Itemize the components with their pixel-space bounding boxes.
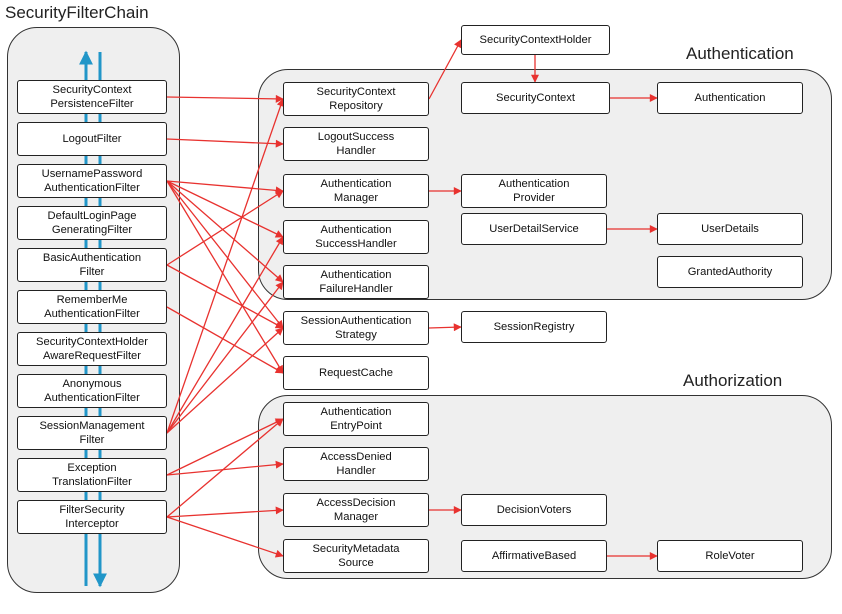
- filter-basic-authentication[interactable]: BasicAuthentication Filter: [17, 248, 167, 282]
- access-decision-manager[interactable]: AccessDecision Manager: [283, 493, 429, 527]
- filter-default-login-page-generating[interactable]: DefaultLoginPage GeneratingFilter: [17, 206, 167, 240]
- security-context-repository[interactable]: SecurityContext Repository: [283, 82, 429, 116]
- decision-voters[interactable]: DecisionVoters: [461, 494, 607, 526]
- granted-authority[interactable]: GrantedAuthority: [657, 256, 803, 288]
- user-details[interactable]: UserDetails: [657, 213, 803, 245]
- authentication-failure-handler[interactable]: Authentication FailureHandler: [283, 265, 429, 299]
- session-registry[interactable]: SessionRegistry: [461, 311, 607, 343]
- security-context-holder[interactable]: SecurityContextHolder: [461, 25, 610, 55]
- filter-anonymous-authentication[interactable]: Anonymous AuthenticationFilter: [17, 374, 167, 408]
- filter-logout[interactable]: LogoutFilter: [17, 122, 167, 156]
- authentication-success-handler[interactable]: Authentication SuccessHandler: [283, 220, 429, 254]
- filter-security-context-holder-aware-request[interactable]: SecurityContextHolder AwareRequestFilter: [17, 332, 167, 366]
- filter-security-interceptor[interactable]: FilterSecurity Interceptor: [17, 500, 167, 534]
- logout-success-handler[interactable]: LogoutSuccess Handler: [283, 127, 429, 161]
- user-detail-service[interactable]: UserDetailService: [461, 213, 607, 245]
- role-voter[interactable]: RoleVoter: [657, 540, 803, 572]
- filter-session-management[interactable]: SessionManagement Filter: [17, 416, 167, 450]
- security-metadata-source[interactable]: SecurityMetadata Source: [283, 539, 429, 573]
- authentication-title: Authentication: [686, 44, 794, 63]
- session-authentication-strategy[interactable]: SessionAuthentication Strategy: [283, 311, 429, 345]
- authentication-box[interactable]: Authentication: [657, 82, 803, 114]
- connector-session-strategy-to-registry: [428, 323, 462, 332]
- connector-rememberme-to-request-cache: [166, 306, 284, 374]
- affirmative-based[interactable]: AffirmativeBased: [461, 540, 607, 572]
- request-cache[interactable]: RequestCache: [283, 356, 429, 390]
- authentication-provider[interactable]: Authentication Provider: [461, 174, 607, 208]
- authorization-title: Authorization: [683, 371, 783, 390]
- security-filter-chain-title: SecurityFilterChain: [5, 3, 149, 22]
- filter-remember-me-authentication[interactable]: RememberMe AuthenticationFilter: [17, 290, 167, 324]
- filter-security-context-persistence[interactable]: SecurityContext PersistenceFilter: [17, 80, 167, 114]
- authentication-manager[interactable]: Authentication Manager: [283, 174, 429, 208]
- access-denied-handler[interactable]: AccessDenied Handler: [283, 447, 429, 481]
- authentication-entry-point[interactable]: Authentication EntryPoint: [283, 402, 429, 436]
- filter-username-password-authentication[interactable]: UsernamePassword AuthenticationFilter: [17, 164, 167, 198]
- filter-exception-translation[interactable]: Exception TranslationFilter: [17, 458, 167, 492]
- security-context[interactable]: SecurityContext: [461, 82, 610, 114]
